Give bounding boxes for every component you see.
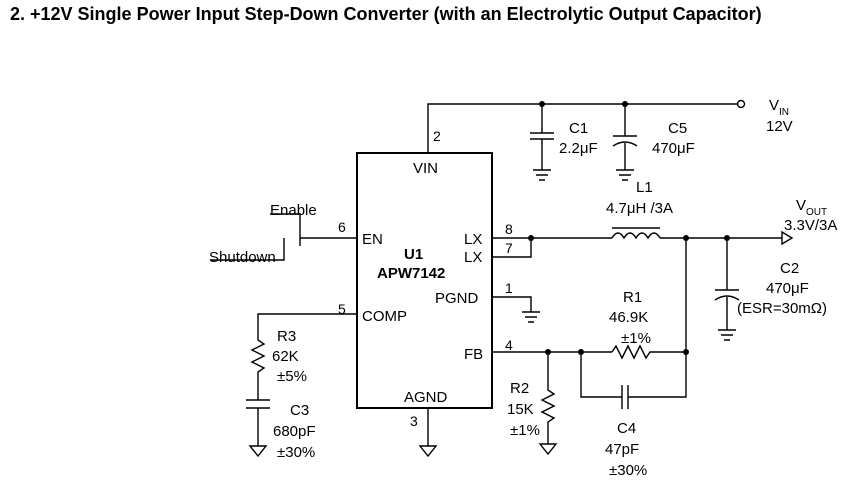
- pin-name-agnd: AGND: [404, 389, 448, 406]
- r1-resistor: [611, 238, 687, 360]
- vin-rail: [427, 103, 738, 153]
- l1-value: 4.7μH /3A: [606, 200, 673, 217]
- page-title: 2. +12V Single Power Input Step-Down Con…: [10, 4, 762, 24]
- r3-value: 62K: [272, 348, 299, 365]
- r2-resistor: [540, 352, 556, 444]
- l1-inductor: [611, 232, 661, 240]
- en-wire: [210, 213, 357, 261]
- agnd-ground: [418, 445, 438, 458]
- r3-tol: ±5%: [277, 368, 307, 385]
- c1-capacitor: [530, 104, 554, 181]
- r2-value: 15K: [507, 401, 534, 418]
- c3-tol: ±30%: [277, 444, 315, 461]
- c2-capacitor: [714, 238, 740, 341]
- vout-value: 3.3V/3A: [784, 217, 837, 234]
- pin-name-vin: VIN: [413, 160, 438, 177]
- r2-ground: [538, 443, 558, 456]
- pin-num-lx1: 8: [505, 221, 513, 237]
- c1-ref: C1: [569, 120, 588, 137]
- ic-body: [356, 152, 493, 409]
- vin-label: VIN: [769, 97, 789, 118]
- c2-value: 470μF: [766, 280, 809, 297]
- c3-capacitor: [246, 399, 270, 446]
- r1-value: 46.9K: [609, 309, 648, 326]
- pin-name-fb: FB: [464, 346, 483, 363]
- c4-capacitor: [580, 352, 687, 409]
- c2-esr: (ESR=30mΩ): [737, 300, 827, 317]
- pin-name-comp: COMP: [362, 308, 407, 325]
- pin-name-pgnd: PGND: [435, 290, 479, 307]
- pin-num-fb: 4: [505, 337, 513, 353]
- r3-resistor: [250, 313, 357, 400]
- c5-ref: C5: [668, 120, 687, 137]
- c3-value: 680pF: [273, 423, 316, 440]
- c5-value: 470μF: [652, 140, 695, 157]
- pin-num-pgnd: 1: [505, 280, 513, 296]
- pin-name-lx1: LX: [464, 231, 482, 248]
- vin-terminal: [736, 99, 746, 109]
- pin-num-comp: 5: [338, 301, 346, 317]
- c3-ground: [248, 445, 268, 458]
- vout-arrow: [781, 230, 794, 246]
- c3-ref: C3: [290, 402, 309, 419]
- c5-capacitor: [612, 104, 638, 181]
- pgnd-ground: [492, 296, 540, 323]
- shutdown-label: Shutdown: [209, 249, 276, 266]
- c4-value: 47pF: [605, 441, 639, 458]
- c4-ref: C4: [617, 420, 636, 437]
- pin-name-en: EN: [362, 231, 383, 248]
- r1-ref: R1: [623, 289, 642, 306]
- pin-name-lx2: LX: [464, 249, 482, 266]
- lx-wires: [492, 237, 612, 258]
- r3-ref: R3: [277, 328, 296, 345]
- pin-num-lx2: 7: [505, 240, 513, 256]
- r2-tol: ±1%: [510, 422, 540, 439]
- ic-ref: U1: [404, 246, 423, 263]
- junction-lx: [528, 235, 534, 241]
- vout-label: VOUT: [796, 197, 827, 218]
- pin-num-vin: 2: [433, 128, 441, 144]
- vin-value: 12V: [766, 118, 793, 135]
- l1-ref: L1: [636, 179, 653, 196]
- c4-tol: ±30%: [609, 462, 647, 479]
- pin-num-en: 6: [338, 219, 346, 235]
- r1-tol: ±1%: [621, 330, 651, 347]
- c2-ref: C2: [780, 260, 799, 277]
- ic-part: APW7142: [377, 265, 445, 282]
- r2-ref: R2: [510, 380, 529, 397]
- pin-num-agnd: 3: [410, 413, 418, 429]
- c1-value: 2.2μF: [559, 140, 598, 157]
- enable-label: Enable: [270, 202, 317, 219]
